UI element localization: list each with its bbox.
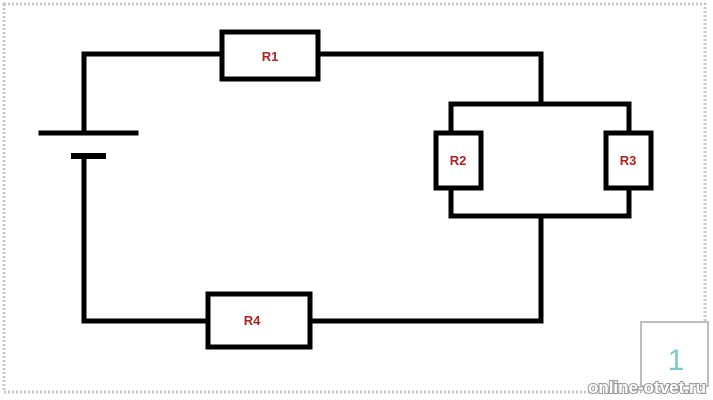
- resistor-r2-body: [433, 130, 484, 191]
- wire-top-left: [81, 51, 225, 136]
- resistor-r1: R1: [219, 29, 321, 82]
- resistor-r4: R4: [205, 291, 313, 350]
- resistor-r2-label: R2: [450, 153, 467, 168]
- wire-bottom-left: [81, 153, 211, 324]
- figure-number: 1: [668, 344, 685, 377]
- wire-bottom-right: [307, 213, 544, 324]
- battery-symbol: [38, 130, 139, 159]
- resistor-r3: R3: [603, 130, 654, 191]
- resistor-r2: R2: [433, 130, 484, 191]
- resistor-r4-label: R4: [244, 313, 261, 328]
- resistor-r4-body: [205, 291, 313, 350]
- outer-frame: [2, 2, 707, 394]
- wires: [81, 51, 632, 324]
- resistor-r3-label: R3: [620, 153, 637, 168]
- figure-number-box: [640, 321, 709, 387]
- figure-number-badge: 1: [640, 321, 709, 387]
- resistor-r3-body: [603, 130, 654, 191]
- resistor-r1-body: [219, 29, 321, 82]
- watermark-text: online-otvet.ru: [588, 378, 706, 397]
- resistor-r1-label: R1: [262, 49, 279, 64]
- wire-top-right: [315, 51, 544, 107]
